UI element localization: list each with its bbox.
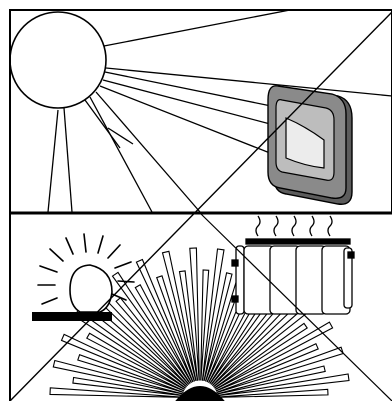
motion-sensor-icon (268, 86, 352, 204)
top-panel (10, 10, 392, 212)
bottom-panel (32, 216, 354, 401)
lamp-icon (32, 265, 112, 321)
radiator-icon (232, 216, 354, 314)
sun-icon (10, 12, 106, 108)
